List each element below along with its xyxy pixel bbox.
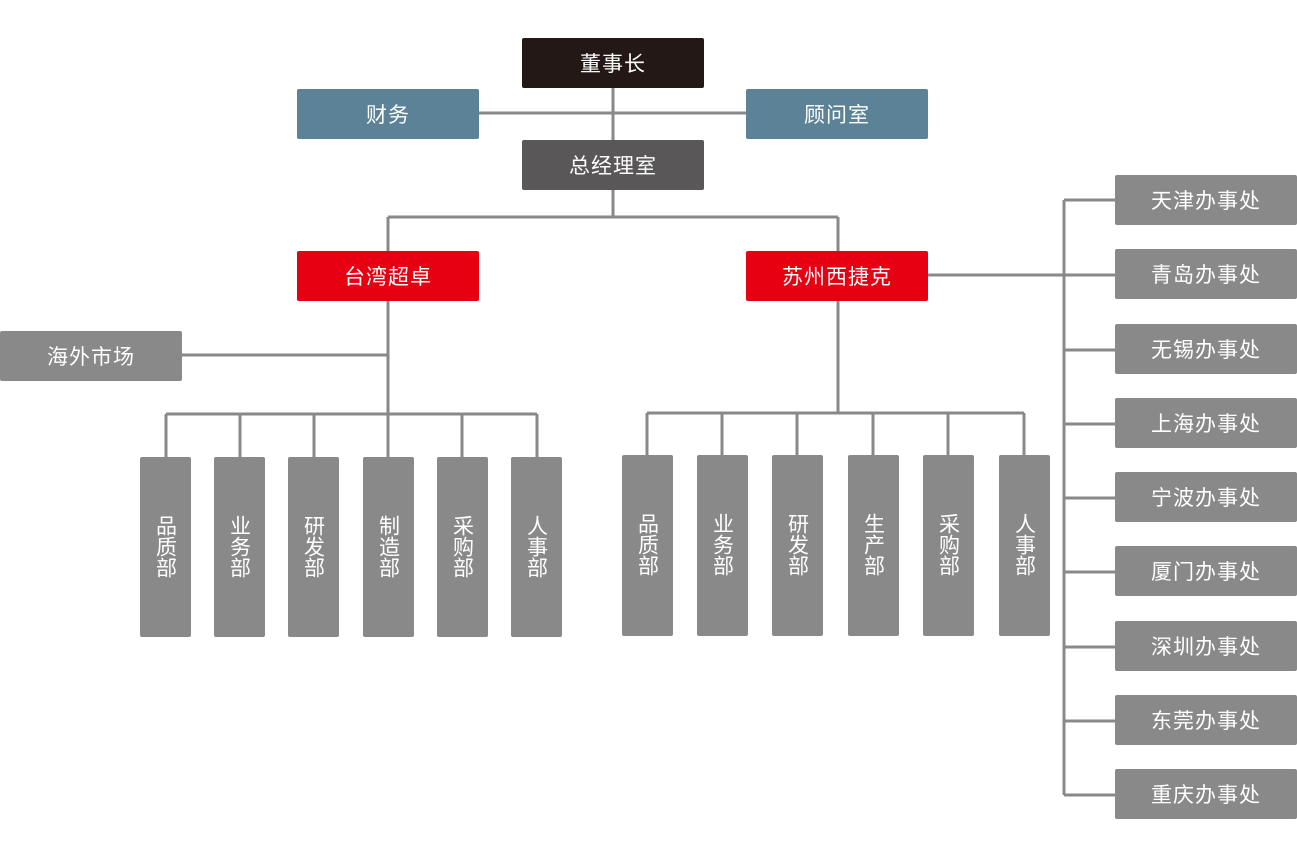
dept-label: 研发部 (301, 515, 326, 578)
dept-label: 采购部 (450, 515, 475, 578)
office-box: 宁波办事处 (1115, 472, 1297, 522)
suzhou-dept-box: 品质部 (622, 455, 673, 636)
dept-label: 品质部 (635, 513, 660, 576)
suzhou-dept-box: 采购部 (923, 455, 974, 636)
taiwan-dept-box: 业务部 (214, 457, 265, 637)
office-box: 青岛办事处 (1115, 249, 1297, 299)
office-box: 东莞办事处 (1115, 695, 1297, 745)
taiwan-company-box: 台湾超卓 (297, 251, 479, 301)
office-box: 重庆办事处 (1115, 769, 1297, 819)
overseas-market-box: 海外市场 (0, 331, 182, 381)
taiwan-dept-box: 品质部 (140, 457, 191, 637)
suzhou-company-box: 苏州西捷克 (746, 251, 928, 301)
dept-label: 生产部 (861, 513, 886, 576)
suzhou-dept-box: 人事部 (999, 455, 1050, 636)
suzhou-dept-box: 研发部 (772, 455, 823, 636)
dept-label: 采购部 (936, 513, 961, 576)
suzhou-dept-box: 生产部 (848, 455, 899, 636)
advisor-box: 顾问室 (746, 89, 928, 139)
dept-label: 业务部 (227, 515, 252, 578)
office-box: 深圳办事处 (1115, 621, 1297, 671)
taiwan-dept-box: 采购部 (437, 457, 488, 637)
taiwan-dept-box: 研发部 (288, 457, 339, 637)
office-box: 天津办事处 (1115, 175, 1297, 225)
office-box: 无锡办事处 (1115, 324, 1297, 374)
chairman-box: 董事长 (522, 38, 704, 88)
dept-label: 制造部 (376, 515, 401, 578)
taiwan-dept-box: 制造部 (363, 457, 414, 637)
taiwan-dept-box: 人事部 (511, 457, 562, 637)
office-box: 厦门办事处 (1115, 546, 1297, 596)
dept-label: 品质部 (153, 515, 178, 578)
gm-office-box: 总经理室 (522, 140, 704, 190)
dept-label: 人事部 (524, 515, 549, 578)
dept-label: 人事部 (1012, 513, 1037, 576)
office-box: 上海办事处 (1115, 398, 1297, 448)
finance-box: 财务 (297, 89, 479, 139)
dept-label: 研发部 (785, 513, 810, 576)
dept-label: 业务部 (710, 513, 735, 576)
suzhou-dept-box: 业务部 (697, 455, 748, 636)
